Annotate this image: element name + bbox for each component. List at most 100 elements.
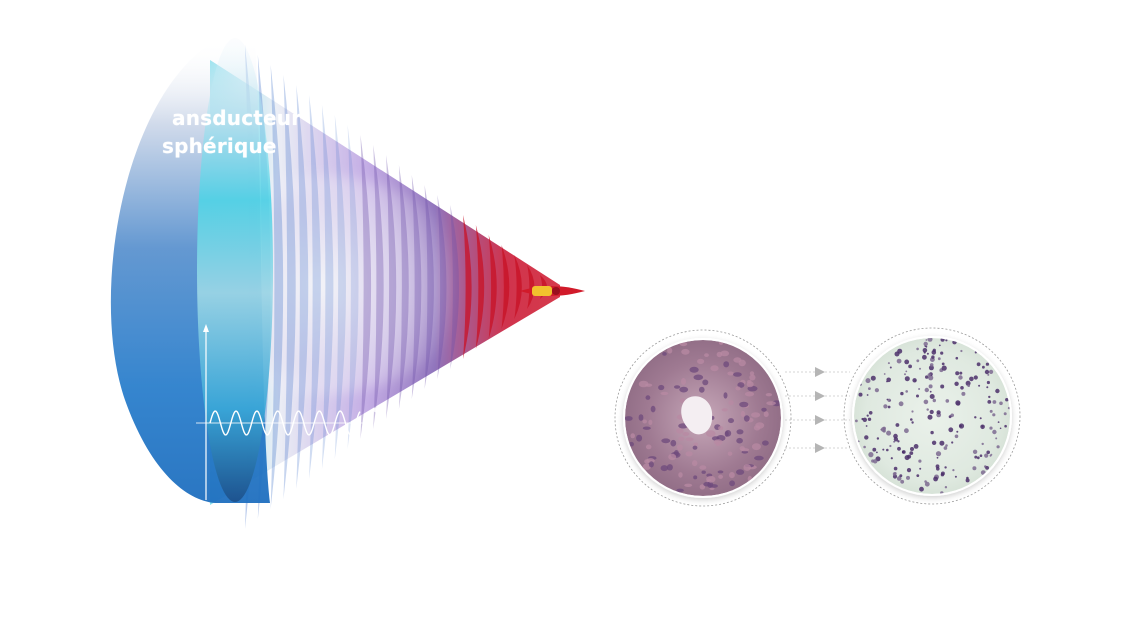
tissue-debris xyxy=(989,369,994,374)
tissue-cell xyxy=(765,393,773,397)
tissue-debris xyxy=(939,440,945,446)
wavefront-arc xyxy=(334,115,346,459)
tissue-cell xyxy=(724,430,729,437)
tissue-debris xyxy=(924,387,929,393)
tissue-debris xyxy=(952,469,955,472)
tissue-debris xyxy=(1003,412,1007,416)
tissue-cell xyxy=(699,386,705,393)
tissue-debris xyxy=(905,370,908,373)
tissue-debris xyxy=(864,435,869,440)
tissue-debris xyxy=(967,384,970,388)
tissue-cell xyxy=(736,469,745,475)
tissue-debris xyxy=(958,375,963,380)
tissue-debris xyxy=(916,359,920,363)
tissue-debris xyxy=(944,486,948,489)
tissue-debris xyxy=(896,476,902,481)
tissue-debris xyxy=(919,486,924,492)
tissue-cell xyxy=(728,418,734,424)
wavefront-arc xyxy=(463,215,472,359)
tissue-debris xyxy=(989,409,993,413)
tissue-debris xyxy=(926,408,929,411)
tissue-debris xyxy=(955,371,960,376)
tissue-debris xyxy=(981,442,984,446)
tissue-debris xyxy=(916,474,920,477)
tissue-debris xyxy=(974,416,977,419)
tissue-cell xyxy=(630,433,635,439)
tissue-cell xyxy=(642,463,652,470)
tissue-debris xyxy=(893,466,898,471)
tissue-debris xyxy=(865,425,868,427)
tissue-debris xyxy=(900,391,904,396)
tissue-cell xyxy=(739,401,749,408)
tissue-debris xyxy=(937,357,941,361)
tissue-debris xyxy=(881,427,886,432)
tissue-debris xyxy=(883,373,886,375)
tissue-cell xyxy=(684,483,693,487)
tissue-debris xyxy=(954,381,959,386)
tissue-debris xyxy=(916,347,919,351)
tissue-debris xyxy=(904,359,910,365)
wavefront-arc xyxy=(527,265,535,309)
wavefront-arc xyxy=(386,155,397,419)
tissue-cell xyxy=(650,405,656,413)
tissue-debris xyxy=(933,476,938,482)
transducer-label-line-1: ansducteur xyxy=(172,106,302,130)
tissue-debris xyxy=(996,445,1000,449)
tissue-debris xyxy=(928,384,933,389)
tissue-debris xyxy=(987,373,990,376)
tissue-cell xyxy=(727,451,733,456)
tissue-debris xyxy=(895,423,900,427)
tissue-debris xyxy=(909,451,914,455)
tissue-debris xyxy=(982,365,985,369)
tissue-debris xyxy=(867,417,872,421)
tissue-debris xyxy=(973,375,978,380)
tissue-debris xyxy=(935,451,942,457)
wavefront-arc xyxy=(411,175,422,399)
tissue-debris xyxy=(901,450,906,454)
tissue-debris xyxy=(960,349,963,353)
tissue-debris xyxy=(931,355,935,359)
tissue-debris xyxy=(887,362,890,365)
tissue-debris xyxy=(951,441,954,444)
tissue-cell xyxy=(670,439,677,447)
tissue-cell xyxy=(733,372,742,377)
tissue-cell xyxy=(718,474,723,479)
tissue-cell xyxy=(772,400,781,407)
tissue-cell xyxy=(713,439,723,445)
tissue-debris xyxy=(911,410,914,413)
tissue-cell xyxy=(685,437,694,442)
tissue-debris xyxy=(929,390,932,393)
wavefront-arc xyxy=(514,255,522,319)
tissue-cell xyxy=(692,445,698,450)
tissue-debris xyxy=(927,373,931,377)
tissue-debris xyxy=(925,339,928,341)
tissue-debris xyxy=(945,444,948,447)
tissue-cell xyxy=(681,378,686,385)
tissue-cell xyxy=(735,386,741,391)
tissue-debris xyxy=(906,468,912,473)
tissue-debris xyxy=(974,455,978,459)
triangle-right-arrow-icon xyxy=(815,443,825,453)
tissue-cell xyxy=(679,386,689,393)
tissue-debris xyxy=(897,348,903,354)
tissue-debris xyxy=(904,428,909,434)
tissue-cell xyxy=(761,407,767,412)
tissue-debris xyxy=(858,392,863,397)
axis-arrow-icon xyxy=(203,324,209,332)
wavefront-arc xyxy=(488,235,497,339)
focal-point xyxy=(520,286,585,296)
tissue-cell xyxy=(749,371,755,376)
tissue-debris xyxy=(941,362,945,366)
tissue-debris xyxy=(976,362,981,367)
tissue-debris xyxy=(929,363,934,367)
tissue-cell xyxy=(740,410,746,417)
wavefront-arc xyxy=(283,75,296,499)
tissue-cell xyxy=(648,419,653,425)
tissue-debris xyxy=(887,405,891,409)
wavefront-arc xyxy=(309,95,321,479)
tissue-debris xyxy=(910,447,914,451)
tissue-cell xyxy=(741,450,748,454)
tissue-debris xyxy=(918,459,922,463)
tissue-debris xyxy=(959,371,963,375)
process-arrows xyxy=(785,367,850,453)
